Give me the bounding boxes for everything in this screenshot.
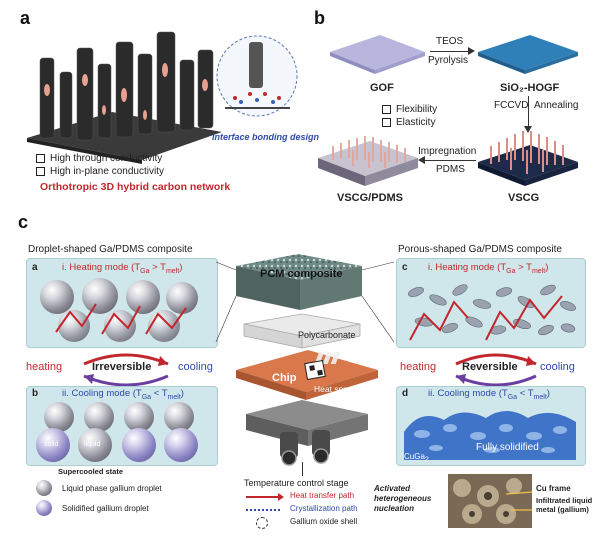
- legend-shell-icon: [256, 517, 268, 529]
- pcm-composite-block: [236, 254, 362, 310]
- heat-spreader-label: Heat spreader: [314, 384, 368, 394]
- pyrolysis-label: Pyrolysis: [428, 55, 469, 66]
- gof-slab: [330, 35, 425, 74]
- liquid-droplet: [148, 310, 180, 342]
- activated-nucleation-label: Activated heterogeneous nucleation: [374, 484, 432, 513]
- sub-b-letter: b: [32, 388, 39, 399]
- fccvd-label: FCCVD: [494, 100, 529, 111]
- legend-in-plane-conductivity: High in-plane conductivity: [36, 166, 164, 177]
- legend-shell-label: Gallium oxide shell: [290, 517, 358, 526]
- reversible-label: Reversible: [462, 361, 518, 373]
- solidified-droplet: [36, 428, 70, 462]
- right-heating-label: heating: [400, 361, 437, 373]
- left-cooling-label: cooling: [178, 361, 213, 373]
- legend-heat-path-icon: [246, 496, 280, 498]
- chip-heat-spreader: [236, 350, 378, 400]
- solidified-porous-network: [404, 411, 576, 460]
- teos-label: TEOS: [436, 36, 464, 47]
- porous-heating-mode: i. Heating mode (TGa > Tmelt): [428, 262, 549, 275]
- annealing-label: Annealing: [534, 100, 579, 111]
- legend-through-conductivity: High through conductivity: [36, 153, 162, 164]
- liquid-droplet: [40, 280, 74, 314]
- pdms-label: PDMS: [436, 164, 465, 175]
- inset-label: Interface bonding design: [212, 132, 320, 142]
- polycarbonate-frame: [243, 313, 361, 349]
- liquid-droplet: [82, 278, 118, 314]
- vscg-slab: [478, 131, 578, 186]
- liquid-droplet: [78, 428, 112, 462]
- solidified-droplet: [122, 428, 156, 462]
- sub-c-letter: c: [402, 262, 408, 273]
- left-composite-title: Droplet-shaped Ga/PDMS composite: [28, 244, 193, 255]
- heat-transfer-paths-left: [55, 303, 187, 335]
- vscg-label: VSCG: [508, 192, 540, 204]
- micrograph-image: [448, 474, 532, 528]
- panel-b-letter: b: [314, 8, 325, 28]
- legend-heat-arrow-head: [278, 493, 284, 501]
- fully-solidified-label: Fully solidified: [476, 442, 539, 453]
- legend-cryst-label: Crystallization path: [290, 504, 358, 513]
- arrow-gof-hogf: [430, 51, 470, 52]
- stage-pointer: [302, 462, 303, 476]
- vscg-pdms-label: VSCG/PDMS: [337, 192, 404, 204]
- porous-flakes-heating: [408, 284, 576, 341]
- prop-flexibility: Flexibility: [382, 104, 437, 115]
- pcm-composite-label: PCM composite: [260, 268, 343, 280]
- porous-cooling-mode: ii. Cooling mode (TGa < Tmelt): [428, 388, 550, 401]
- hogf-label: SiO₂-HOGF: [500, 82, 560, 94]
- sub-a-letter: a: [32, 262, 38, 273]
- legend-solid-label: Solidified gallium droplet: [62, 504, 149, 513]
- sub-d-letter: d: [402, 388, 409, 399]
- chip-label: Chip: [272, 372, 297, 384]
- left-heating-label: heating: [26, 361, 63, 373]
- impregnation-label: Impregnation: [418, 146, 477, 157]
- solidified-droplet: [164, 428, 198, 462]
- irreversible-label: Irreversible: [92, 361, 152, 373]
- liquid-droplet: [164, 402, 194, 432]
- liquid-droplet: [84, 402, 114, 432]
- hogf-slab: [478, 35, 578, 74]
- stage-label: Temperature control stage: [244, 478, 349, 488]
- vscg-pdms-slab: [318, 136, 418, 186]
- liquid-droplet: [124, 402, 154, 432]
- arrow-head-hogf-vscg: [524, 126, 532, 133]
- temperature-control-stage: [246, 400, 368, 466]
- panel-a-letter: a: [20, 8, 31, 28]
- liquid-label: liquid: [84, 441, 101, 448]
- legend-liquid-label: Liquid phase gallium droplet: [62, 484, 162, 493]
- arrow-vscg-pdms: [424, 160, 476, 161]
- interface-bonding-inset: [216, 35, 298, 117]
- reversible-cycle-arrows: [455, 353, 537, 387]
- droplet-cooling-mode: ii. Cooling mode (TGa < Tmelt): [62, 388, 184, 401]
- gof-label: GOF: [370, 82, 394, 94]
- carbon-network-illustration: [27, 31, 222, 164]
- legend-solidified-droplet-icon: [36, 500, 52, 516]
- right-cooling-label: cooling: [540, 361, 575, 373]
- liquid-droplet: [166, 282, 198, 314]
- arrow-hogf-vscg: [528, 96, 529, 128]
- right-composite-title: Porous-shaped Ga/PDMS composite: [398, 244, 562, 255]
- arrow-head-vscg-pdms: [418, 156, 425, 164]
- cuga-label: CuGa2: [404, 452, 429, 464]
- legend-heat-label: Heat transfer path: [290, 491, 355, 500]
- arrow-head-gof-hogf: [468, 47, 475, 55]
- infiltrated-label: Infiltrated liquid metal (gallium): [536, 496, 593, 514]
- panel-c-letter: c: [18, 212, 29, 232]
- liquid-droplet: [126, 280, 160, 314]
- legend-cryst-path-icon: [246, 509, 280, 511]
- droplet-heating-mode: i. Heating mode (TGa > Tmelt): [62, 262, 183, 275]
- cu-frame-label: Cu frame: [536, 484, 571, 493]
- irreversible-cycle-arrows: [83, 353, 169, 387]
- supercooled-label: Supercooled state: [58, 467, 124, 476]
- liquid-droplet: [44, 402, 74, 432]
- prop-elasticity: Elasticity: [382, 117, 435, 128]
- panel-a-caption: Orthotropic 3D hybrid carbon network: [40, 181, 231, 193]
- solid-label: solid: [44, 441, 59, 448]
- liquid-droplet: [104, 310, 136, 342]
- polycarbonate-label: Polycarbonate: [298, 330, 356, 340]
- legend-liquid-droplet-icon: [36, 480, 52, 496]
